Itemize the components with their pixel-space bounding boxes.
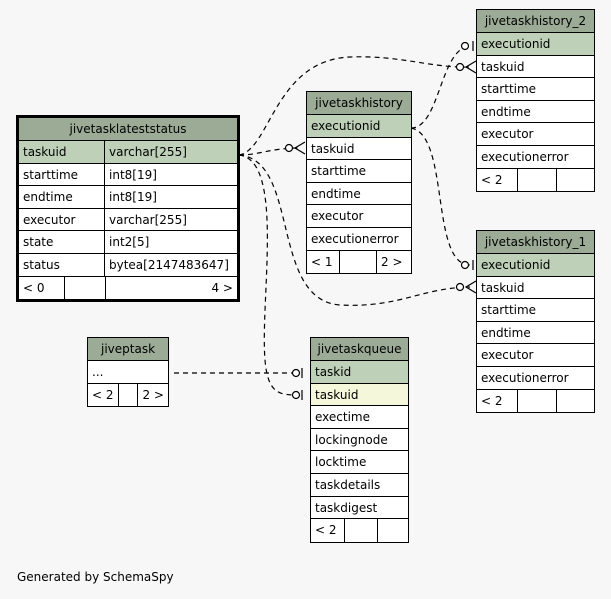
- table-row: executionid: [477, 33, 594, 56]
- children-count[interactable]: 2 >: [376, 250, 411, 274]
- column-name: executor: [19, 208, 105, 231]
- footer-spacer: [517, 168, 556, 192]
- parents-count[interactable]: < 2: [481, 393, 503, 408]
- parents-count[interactable]: < 2: [92, 387, 114, 402]
- table-title: jivetasklateststatus: [19, 118, 237, 141]
- column-name: endtime: [19, 186, 105, 208]
- table-footer: < 2: [311, 519, 408, 542]
- children-count[interactable]: 2 >: [137, 383, 168, 407]
- footer-spacer: [556, 389, 594, 413]
- column-name: status: [19, 253, 105, 276]
- table-row: starttime: [307, 160, 411, 183]
- table-jivetaskhistory-1[interactable]: jivetaskhistory_1 executionid taskuid st…: [476, 230, 595, 414]
- parents-count[interactable]: < 2: [315, 523, 337, 538]
- column-name: state: [19, 231, 105, 253]
- link-end-history2-executionid: [460, 41, 470, 51]
- generated-by-label: Generated by SchemaSpy: [17, 570, 174, 584]
- table-row: executionerror: [307, 228, 411, 251]
- table-row: taskid: [311, 361, 408, 384]
- table-row: executionid: [477, 254, 594, 277]
- table-footer: < 0 4 >: [19, 276, 237, 300]
- footer-spacer: [556, 168, 594, 192]
- column-type: int8[19]: [109, 190, 157, 205]
- column-type: bytea[2147483647]: [109, 257, 229, 272]
- table-row: executor: [477, 123, 594, 146]
- table-jivetaskhistory[interactable]: jivetaskhistory executionid taskuid star…: [306, 91, 412, 275]
- table-row: taskdigest: [311, 497, 408, 520]
- link-history-to-history2: [410, 45, 471, 129]
- table-row: starttime: [477, 299, 594, 322]
- table-jivetaskqueue[interactable]: jivetaskqueue taskid taskuid exectime lo…: [310, 337, 409, 543]
- column-name: starttime: [19, 163, 105, 186]
- table-row: executor: [307, 205, 411, 228]
- table-row: state int2[5]: [19, 231, 237, 254]
- table-row: taskuid: [477, 277, 594, 300]
- parents-count[interactable]: < 0: [23, 280, 45, 295]
- column-name: taskuid: [19, 141, 105, 163]
- link-latest-to-history2: [238, 56, 471, 156]
- link-end-history1-taskuid: [455, 282, 465, 292]
- table-title: jivetaskhistory_1: [477, 231, 594, 254]
- table-row: exectime: [311, 406, 408, 429]
- table-row: executionid: [307, 115, 411, 138]
- table-row: taskuid: [311, 383, 408, 407]
- table-row: taskuid: [307, 138, 411, 161]
- table-row: starttime int8[19]: [19, 163, 237, 187]
- table-row: endtime: [477, 101, 594, 124]
- table-footer: < 2: [477, 389, 594, 413]
- table-jivetasklateststatus[interactable]: jivetasklateststatus taskuid varchar[255…: [16, 115, 240, 303]
- link-end-queue-taskid: [291, 368, 301, 378]
- table-footer: < 2 2 >: [88, 383, 168, 407]
- table-title: jivetaskqueue: [311, 338, 408, 361]
- footer-spacer: [339, 250, 376, 274]
- table-jivetaskhistory-2[interactable]: jivetaskhistory_2 executionid taskuid st…: [476, 9, 595, 193]
- column-type: varchar[255]: [109, 145, 187, 159]
- link-latest-to-history1: [238, 154, 471, 306]
- link-end-history-taskuid: [284, 143, 294, 153]
- parents-count[interactable]: < 1: [311, 254, 333, 269]
- footer-spacer: [517, 389, 556, 413]
- link-latest-to-queue: [238, 154, 301, 396]
- column-type: varchar[255]: [109, 212, 187, 227]
- table-row: executor: [477, 344, 594, 367]
- table-footer: < 2: [477, 168, 594, 192]
- table-row: status bytea[2147483647]: [19, 253, 237, 277]
- table-row: taskuid varchar[255]: [19, 141, 237, 164]
- table-row: endtime int8[19]: [19, 186, 237, 209]
- table-row: ...: [88, 361, 168, 384]
- table-row: executionerror: [477, 367, 594, 390]
- table-jiveptask[interactable]: jiveptask ... < 2 2 >: [87, 337, 169, 408]
- parents-count[interactable]: < 2: [481, 172, 503, 187]
- table-row: locktime: [311, 451, 408, 474]
- table-row: endtime: [477, 322, 594, 345]
- column-type: int8[19]: [109, 167, 157, 182]
- table-row: starttime: [477, 78, 594, 101]
- table-footer: < 1 2 >: [307, 250, 411, 274]
- footer-spacer: [117, 383, 138, 407]
- table-title: jivetaskhistory_2: [477, 10, 594, 33]
- table-row: executor varchar[255]: [19, 208, 237, 232]
- table-title: jivetaskhistory: [307, 92, 411, 115]
- link-end-queue-taskuid: [291, 390, 301, 400]
- column-type: int2[5]: [109, 235, 150, 250]
- table-row: lockingnode: [311, 429, 408, 452]
- table-row: taskuid: [477, 56, 594, 79]
- link-end-history2-taskuid: [455, 62, 465, 72]
- link-history-to-history1: [410, 127, 471, 266]
- link-end-history1-executionid: [460, 260, 470, 270]
- table-row: endtime: [307, 183, 411, 206]
- footer-spacer: [344, 519, 377, 542]
- table-row: taskdetails: [311, 474, 408, 497]
- children-count[interactable]: 4 >: [105, 276, 237, 300]
- table-title: jiveptask: [88, 338, 168, 361]
- table-row: executionerror: [477, 146, 594, 169]
- footer-spacer: [64, 276, 105, 300]
- footer-spacer: [377, 519, 408, 542]
